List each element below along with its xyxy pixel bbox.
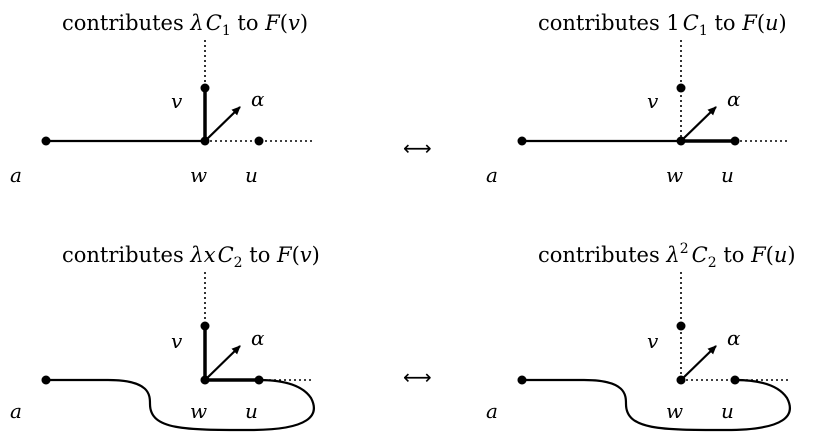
alpha-arrow	[204, 106, 241, 142]
vertex-v	[200, 83, 210, 93]
vertex-u	[254, 375, 264, 385]
label-a: a	[486, 399, 498, 423]
vertex-a	[517, 375, 527, 385]
bijection-arrow-bottom: ⟷	[403, 365, 432, 389]
label-alpha: α	[251, 87, 265, 111]
label-v: v	[647, 89, 659, 113]
bijection-arrow-top: ⟷	[403, 136, 432, 160]
label-u: u	[721, 399, 734, 423]
label-w: w	[190, 399, 207, 423]
vertex-a	[41, 375, 51, 385]
label-alpha: α	[727, 326, 741, 350]
looping-path-edge	[46, 378, 315, 432]
looping-path-edge	[522, 378, 791, 432]
label-alpha: α	[727, 87, 741, 111]
label-u: u	[245, 163, 258, 187]
alpha-arrow	[204, 345, 241, 381]
panel-caption: contributes λC1 to F(v)	[62, 11, 308, 39]
label-a: a	[486, 163, 498, 187]
label-v: v	[171, 89, 183, 113]
label-a: a	[10, 163, 22, 187]
panel-bottom-left: contributes λxC2 to F(v) a w u v α	[10, 243, 320, 432]
vertex-w	[200, 375, 210, 385]
panel-caption: contributes λxC2 to F(v)	[62, 243, 320, 271]
vertex-a	[41, 136, 51, 146]
alpha-arrow	[680, 106, 717, 142]
label-v: v	[647, 329, 659, 353]
label-w: w	[190, 163, 207, 187]
vertex-a	[517, 136, 527, 146]
label-u: u	[245, 399, 258, 423]
label-a: a	[10, 399, 22, 423]
vertex-u	[730, 136, 740, 146]
label-u: u	[721, 163, 734, 187]
label-w: w	[666, 163, 683, 187]
vertex-u	[254, 136, 264, 146]
vertex-v	[676, 83, 686, 93]
vertex-u	[730, 375, 740, 385]
vertex-w	[676, 375, 686, 385]
panel-top-left: contributes λC1 to F(v) a w u v α	[10, 11, 313, 187]
vertex-w	[200, 136, 210, 146]
alpha-arrow	[680, 345, 717, 381]
vertex-v	[676, 321, 686, 331]
vertex-v	[200, 321, 210, 331]
vertex-w	[676, 136, 686, 146]
label-alpha: α	[251, 326, 265, 350]
label-w: w	[666, 399, 683, 423]
label-v: v	[171, 329, 183, 353]
